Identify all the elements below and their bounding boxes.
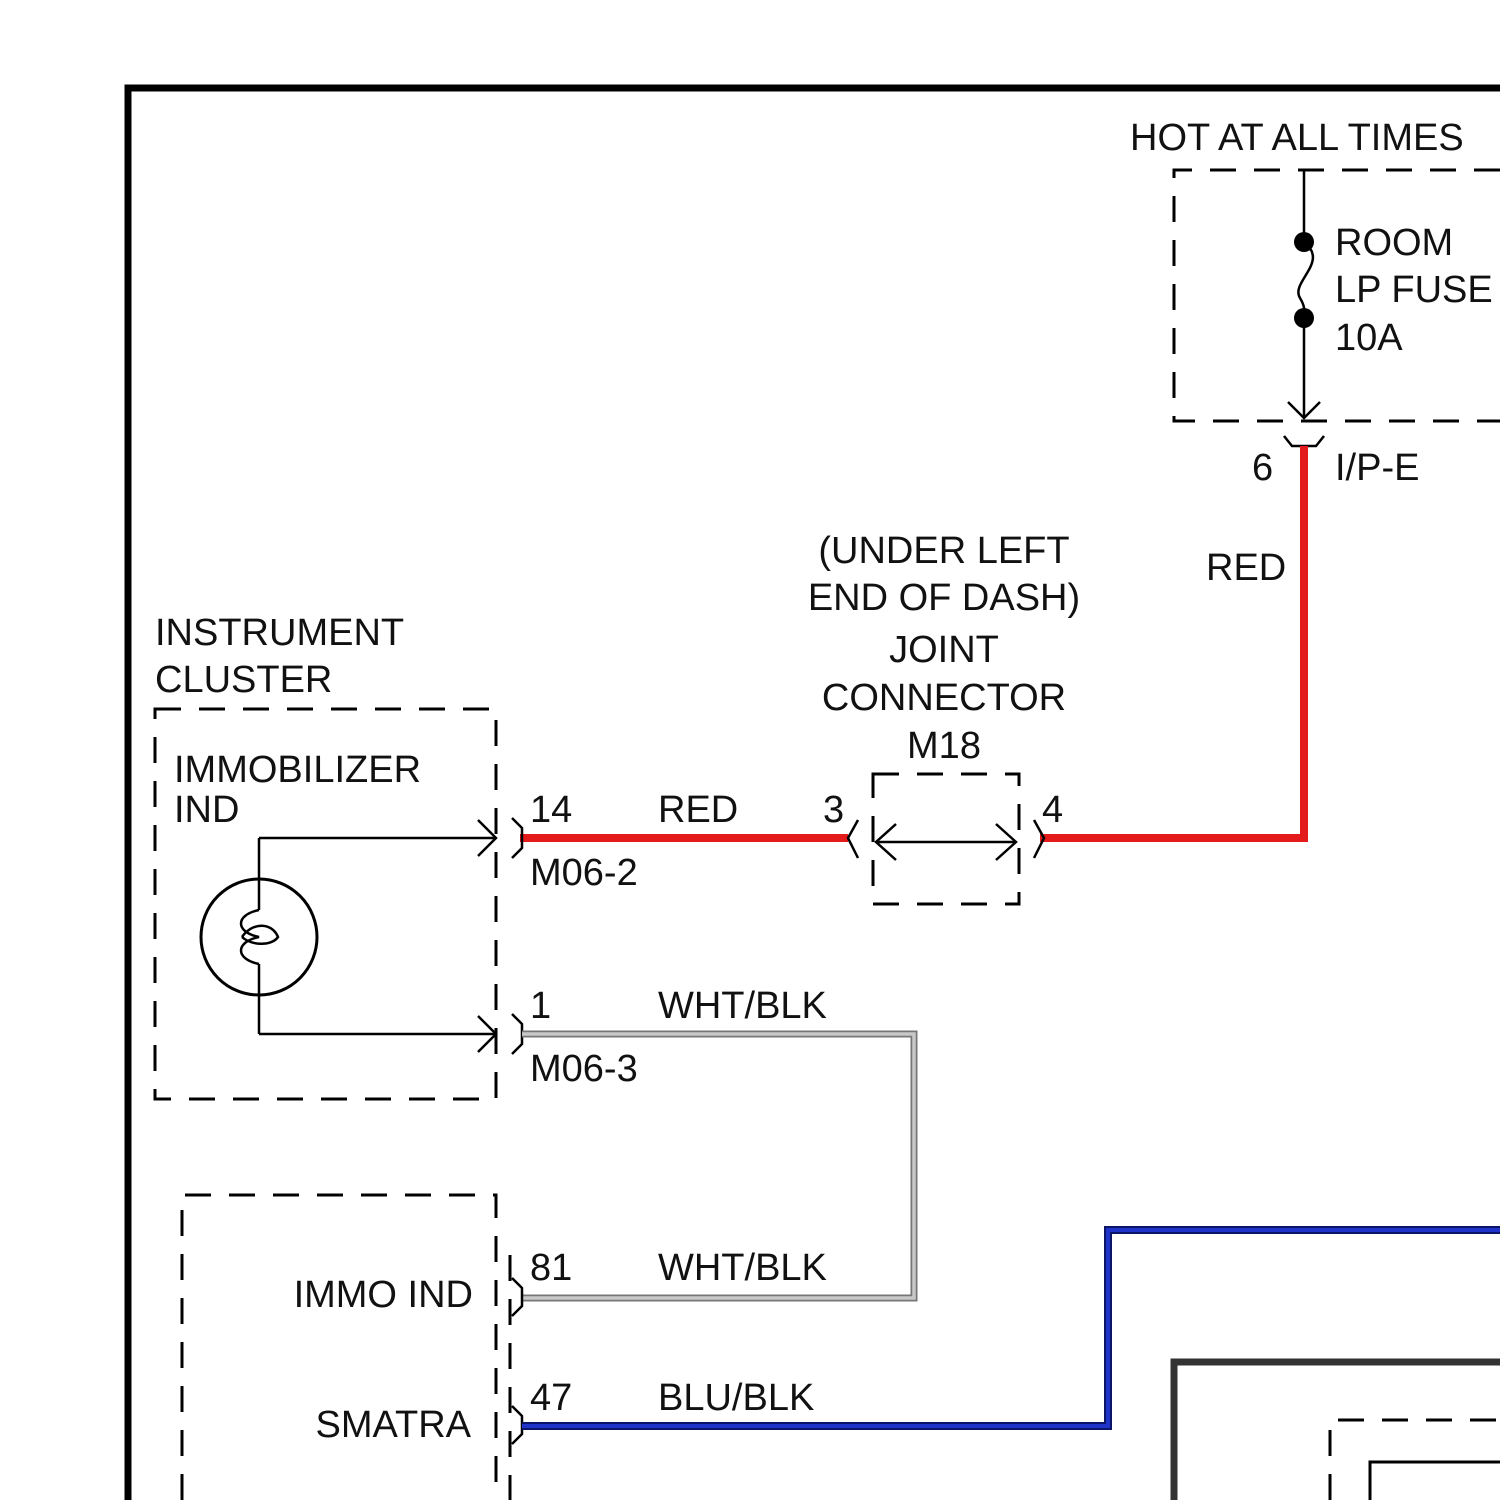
cluster-component-line2: IND [174,789,239,831]
joint-connector-arrow-icon [848,820,1044,860]
joint-name-line1: JOINT [889,629,999,671]
joint-name-line2: CONNECTOR [822,677,1066,719]
joint-location-line1: (UNDER LEFT [818,530,1069,572]
fuse-label-line1: ROOM [1335,222,1453,264]
wire-red-vertical-label: RED [1206,547,1286,589]
power-title: HOT AT ALL TIMES [1130,117,1464,159]
lower-right-inner-box [1370,1462,1500,1500]
connector-ipe-pin: 6 [1252,447,1273,489]
joint-connector-box [873,774,1019,904]
wire-red-horizontal-label: RED [658,789,738,831]
cluster-connector-bottom: M06-3 [530,1048,638,1090]
lower-right-module-box [1330,1420,1500,1500]
smatra-label-immo: IMMO IND [294,1274,473,1316]
wire-wht-blk-bottom-label: WHT/BLK [658,1247,827,1289]
connector-ipe-name: I/P-E [1335,447,1419,489]
cluster-component-line1: IMMOBILIZER [174,749,421,791]
smatra-pin-smatra: 47 [530,1377,572,1419]
joint-name-line3: M18 [907,725,981,767]
smatra-pin-immo: 81 [530,1247,572,1289]
joint-location-line2: END OF DASH) [808,577,1080,619]
cluster-connector-top: M06-2 [530,852,638,894]
cluster-pin-top: 14 [530,789,572,831]
lower-right-module-frame [1174,1362,1500,1500]
cluster-title-line1: INSTRUMENT [155,612,404,654]
fuse-label-line2: LP FUSE [1335,269,1493,311]
joint-pin-right: 4 [1042,789,1063,831]
fuse-label-line3: 10A [1335,317,1403,359]
smatra-module-box [182,1195,496,1500]
joint-pin-left: 3 [823,789,844,831]
bulb-icon [201,838,317,1034]
wire-wht-blk-top-label: WHT/BLK [658,985,827,1027]
wire-blu-blk-label: BLU/BLK [658,1377,814,1419]
cluster-title-line2: CLUSTER [155,659,332,701]
fuse-icon [1294,170,1314,418]
smatra-label-smatra: SMATRA [315,1404,471,1446]
cluster-pin-bottom: 1 [530,985,551,1027]
